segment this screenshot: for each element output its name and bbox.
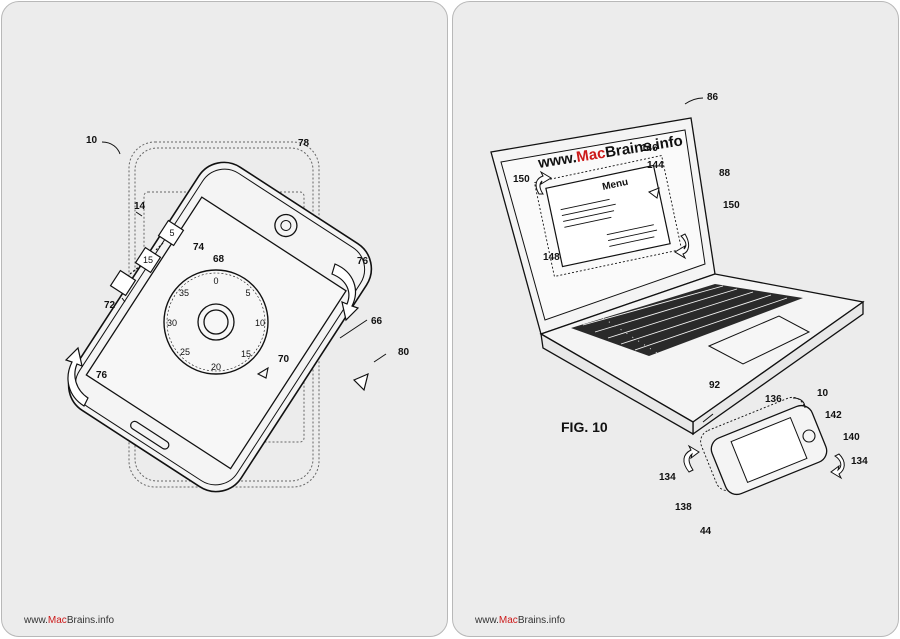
label-134-right: 134 bbox=[851, 456, 868, 467]
phone-rotation-drawing: 0 5 10 15 20 25 30 35 15 5 bbox=[64, 135, 410, 493]
dial-number-15: 15 bbox=[241, 349, 251, 359]
nfc-icon bbox=[352, 372, 369, 392]
laptop-drawing: www.MacBrains.info Menu 86 146 144 88 15… bbox=[490, 92, 868, 537]
label-144: 144 bbox=[647, 160, 664, 171]
label-138: 138 bbox=[675, 502, 692, 513]
screen-rotate-arrow-icons bbox=[535, 170, 690, 260]
label-72: 72 bbox=[104, 300, 116, 311]
label-80: 80 bbox=[398, 347, 410, 358]
box-number-5: 5 bbox=[169, 228, 174, 238]
label-10: 10 bbox=[817, 388, 829, 399]
label-78: 78 bbox=[298, 138, 310, 149]
label-148: 148 bbox=[543, 252, 560, 263]
dial-number-0: 0 bbox=[213, 276, 218, 286]
label-66: 66 bbox=[371, 316, 383, 327]
dial-number-10: 10 bbox=[255, 318, 265, 328]
dial-number-20: 20 bbox=[211, 362, 221, 372]
label-88: 88 bbox=[719, 168, 731, 179]
dial-number-30: 30 bbox=[167, 318, 177, 328]
trackpad bbox=[707, 315, 811, 365]
label-76-right: 76 bbox=[357, 256, 369, 267]
dial-number-25: 25 bbox=[180, 347, 190, 357]
label-10: 10 bbox=[86, 135, 98, 146]
rotary-dial: 0 5 10 15 20 25 30 35 bbox=[163, 269, 269, 379]
menu-window bbox=[533, 155, 683, 277]
label-44: 44 bbox=[700, 526, 712, 537]
label-92: 92 bbox=[709, 380, 721, 391]
label-86: 86 bbox=[707, 92, 719, 103]
right-patent-panel: www.MacBrains.info Menu 86 146 144 88 15… bbox=[452, 1, 899, 637]
label-134-left: 134 bbox=[659, 472, 676, 483]
small-phone bbox=[700, 396, 828, 496]
keyboard bbox=[571, 284, 803, 356]
rotation-arrow-icons bbox=[64, 263, 360, 407]
label-70: 70 bbox=[278, 354, 290, 365]
label-150-left: 150 bbox=[513, 174, 530, 185]
label-76-left: 76 bbox=[96, 370, 108, 381]
brand-name: Mac bbox=[47, 615, 67, 626]
label-150-right: 150 bbox=[723, 200, 740, 211]
dial-number-5: 5 bbox=[245, 288, 250, 298]
label-140: 140 bbox=[843, 432, 860, 443]
label-146: 146 bbox=[641, 143, 658, 154]
label-68: 68 bbox=[213, 254, 225, 265]
label-74: 74 bbox=[193, 242, 205, 253]
label-142: 142 bbox=[825, 410, 842, 421]
left-patent-panel: 0 5 10 15 20 25 30 35 15 5 bbox=[1, 1, 448, 637]
brand-name: Mac bbox=[498, 615, 518, 626]
menu-title: Menu bbox=[601, 177, 629, 193]
box-number-15: 15 bbox=[143, 255, 153, 265]
footer-credit: www.MacBrains.info bbox=[475, 615, 566, 626]
dial-number-35: 35 bbox=[179, 288, 189, 298]
figure-caption: FIG. 10 bbox=[561, 419, 608, 435]
label-14: 14 bbox=[134, 201, 146, 212]
leader-lines bbox=[101, 141, 387, 363]
phone-rotate-arrow-icons bbox=[683, 444, 845, 480]
leader-lines bbox=[684, 97, 806, 423]
rotated-boxes bbox=[109, 219, 185, 297]
label-136: 136 bbox=[765, 394, 782, 405]
footer-credit: www.MacBrains.info bbox=[24, 615, 115, 626]
pointer-icon bbox=[256, 366, 269, 379]
